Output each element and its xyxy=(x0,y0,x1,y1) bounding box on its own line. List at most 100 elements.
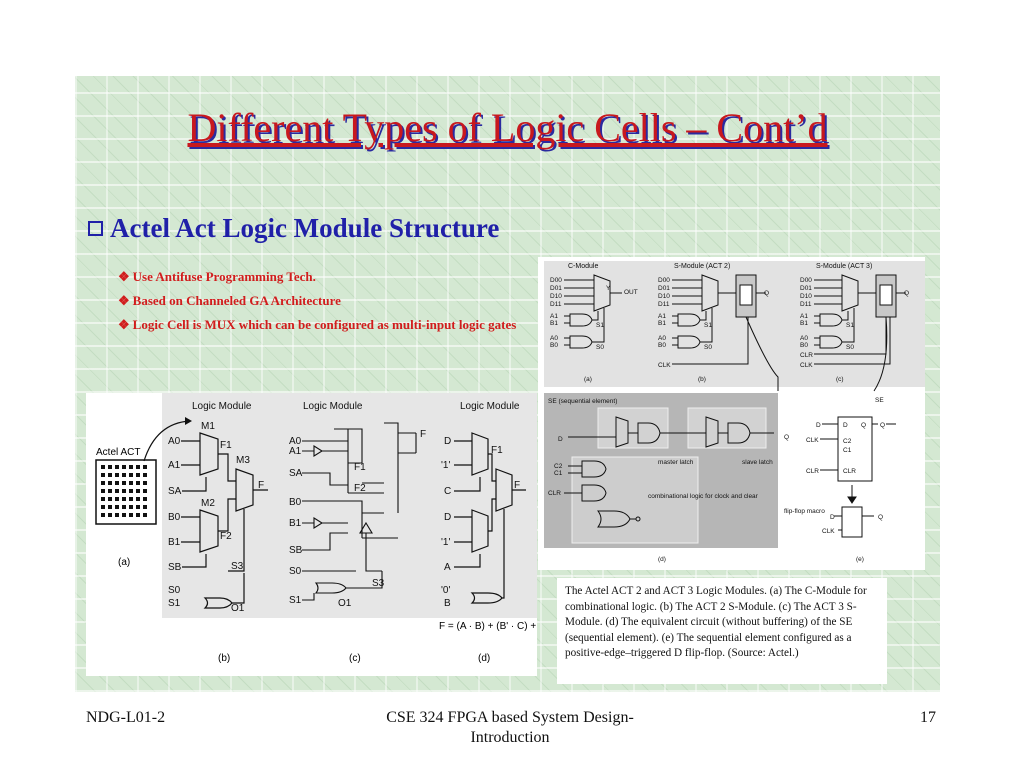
pin-label: B1 xyxy=(658,320,666,327)
input-label: B0 xyxy=(289,497,302,508)
pin-label: Q xyxy=(880,422,885,429)
panel-label: (c) xyxy=(836,376,844,383)
diamond-bullet-icon: ❖ xyxy=(118,269,130,284)
input-label: B xyxy=(444,598,451,609)
input-label: B0 xyxy=(168,512,181,523)
panel-label: (e) xyxy=(856,556,864,563)
figure-caption: The Actel ACT 2 and ACT 3 Logic Modules.… xyxy=(565,585,867,660)
input-label: '1' xyxy=(441,460,450,471)
bullet-text: Logic Cell is MUX which can be configure… xyxy=(132,317,517,332)
module-title-c: Logic Module xyxy=(303,401,363,412)
panel-label-a: (a) xyxy=(118,557,130,568)
pin-label: Q xyxy=(878,514,883,521)
pin-label: S1 xyxy=(596,322,604,329)
pin-label: B1 xyxy=(550,320,558,327)
input-label: SA xyxy=(289,468,303,479)
block-label: S3 xyxy=(231,561,244,572)
pin-label: S1 xyxy=(704,322,712,329)
pin-label: CLR xyxy=(806,468,819,475)
pin-label: A1 xyxy=(800,313,808,320)
block-label: M2 xyxy=(201,498,215,509)
panel-label-b: (b) xyxy=(218,653,230,664)
input-label: A1 xyxy=(168,460,181,471)
module-title: S-Module (ACT 3) xyxy=(816,263,872,270)
input-label: SA xyxy=(168,486,182,497)
chip-label: Actel ACT xyxy=(96,447,140,458)
pin-label: C1 xyxy=(554,470,563,477)
block-label: F xyxy=(258,480,264,491)
pin-label: D11 xyxy=(550,301,562,308)
pin-label: CLR xyxy=(843,468,856,475)
pin-label: A0 xyxy=(658,335,666,342)
slide-title: Different Types of Logic Cells – Cont’d xyxy=(187,105,828,150)
pin-label: D00 xyxy=(800,277,812,284)
input-label: A0 xyxy=(168,436,181,447)
pin-label: B1 xyxy=(800,320,808,327)
pin-label: D00 xyxy=(658,277,670,284)
pin-label: Q xyxy=(784,434,789,441)
pin-label: D11 xyxy=(658,301,670,308)
module-title: S-Module (ACT 2) xyxy=(674,263,730,270)
bullet-item: ❖Use Antifuse Programming Tech. xyxy=(118,268,316,286)
block-label: F1 xyxy=(354,462,366,473)
module-title-d: Logic Module xyxy=(460,401,520,412)
pin-label: B0 xyxy=(800,342,808,349)
block-label: F2 xyxy=(354,483,366,494)
input-label: S1 xyxy=(289,595,302,606)
block-label: F1 xyxy=(220,440,232,451)
input-label: A xyxy=(444,562,451,573)
block-label: S3 xyxy=(372,578,385,589)
diamond-bullet-icon: ❖ xyxy=(118,317,130,332)
input-label: '1' xyxy=(441,537,450,548)
input-label: C xyxy=(444,486,451,497)
logic-module-figure: Logic Module Logic Module Logic Module A… xyxy=(86,393,546,676)
input-label: D xyxy=(444,436,451,447)
pin-label: C2 xyxy=(843,438,852,445)
equation: F = (A · B) + (B' · C) + D xyxy=(439,621,537,632)
pin-label: D xyxy=(830,514,835,521)
block-label: O1 xyxy=(338,598,352,609)
pin-label: A0 xyxy=(550,335,558,342)
input-label: SB xyxy=(168,562,182,573)
figure-caption-box: The Actel ACT 2 and ACT 3 Logic Modules.… xyxy=(557,578,887,684)
checkbox-bullet-icon xyxy=(88,221,103,236)
se-label: slave latch xyxy=(742,459,773,466)
pin-label: D10 xyxy=(550,293,562,300)
pin-label: D11 xyxy=(800,301,812,308)
pin-label: CLK xyxy=(806,437,819,444)
bullet-item: ❖Based on Channeled GA Architecture xyxy=(118,292,341,310)
ff-macro-label: flip-flop macro xyxy=(784,508,825,515)
pin-label: D10 xyxy=(658,293,670,300)
pin-label: CLR xyxy=(800,352,813,359)
pin-label: D01 xyxy=(800,285,812,292)
module-title: C-Module xyxy=(568,263,598,270)
input-label: A1 xyxy=(289,446,302,457)
pin-label: D01 xyxy=(550,285,562,292)
pin-label: C2 xyxy=(554,463,563,470)
pin-label: Q xyxy=(861,422,866,429)
panel-label: (a) xyxy=(584,376,592,383)
input-label: A0 xyxy=(289,436,302,447)
input-label: S0 xyxy=(168,585,181,596)
pin-label: A0 xyxy=(800,335,808,342)
footer-center: CSE 324 FPGA based System Design-Introdu… xyxy=(386,709,634,746)
se-label: master latch xyxy=(658,459,694,466)
bullet-item: ❖Logic Cell is MUX which can be configur… xyxy=(118,316,516,334)
input-label: D xyxy=(444,512,451,523)
slide-subtitle: Actel Act Logic Module Structure xyxy=(88,208,499,248)
pin-label: S0 xyxy=(596,344,604,351)
input-label: B1 xyxy=(168,537,181,548)
se-title: SE (sequential element) xyxy=(548,398,617,405)
input-label: SB xyxy=(289,545,303,556)
pin-label: CLK xyxy=(800,362,813,369)
pin-label: C1 xyxy=(843,447,852,454)
actel-modules-figure: C-Module S-Module (ACT 2) S-Module (ACT … xyxy=(538,257,925,570)
pin-label: A1 xyxy=(658,313,666,320)
footer-left: NDG-L01-2 xyxy=(86,709,166,726)
logic-module-diagram: Logic Module Logic Module Logic Module A… xyxy=(86,393,546,676)
pin-label: CLK xyxy=(658,362,671,369)
panel-label: (d) xyxy=(658,556,666,563)
slide-number: 17 xyxy=(920,709,936,726)
block-label: M3 xyxy=(236,455,250,466)
pin-label: A1 xyxy=(550,313,558,320)
